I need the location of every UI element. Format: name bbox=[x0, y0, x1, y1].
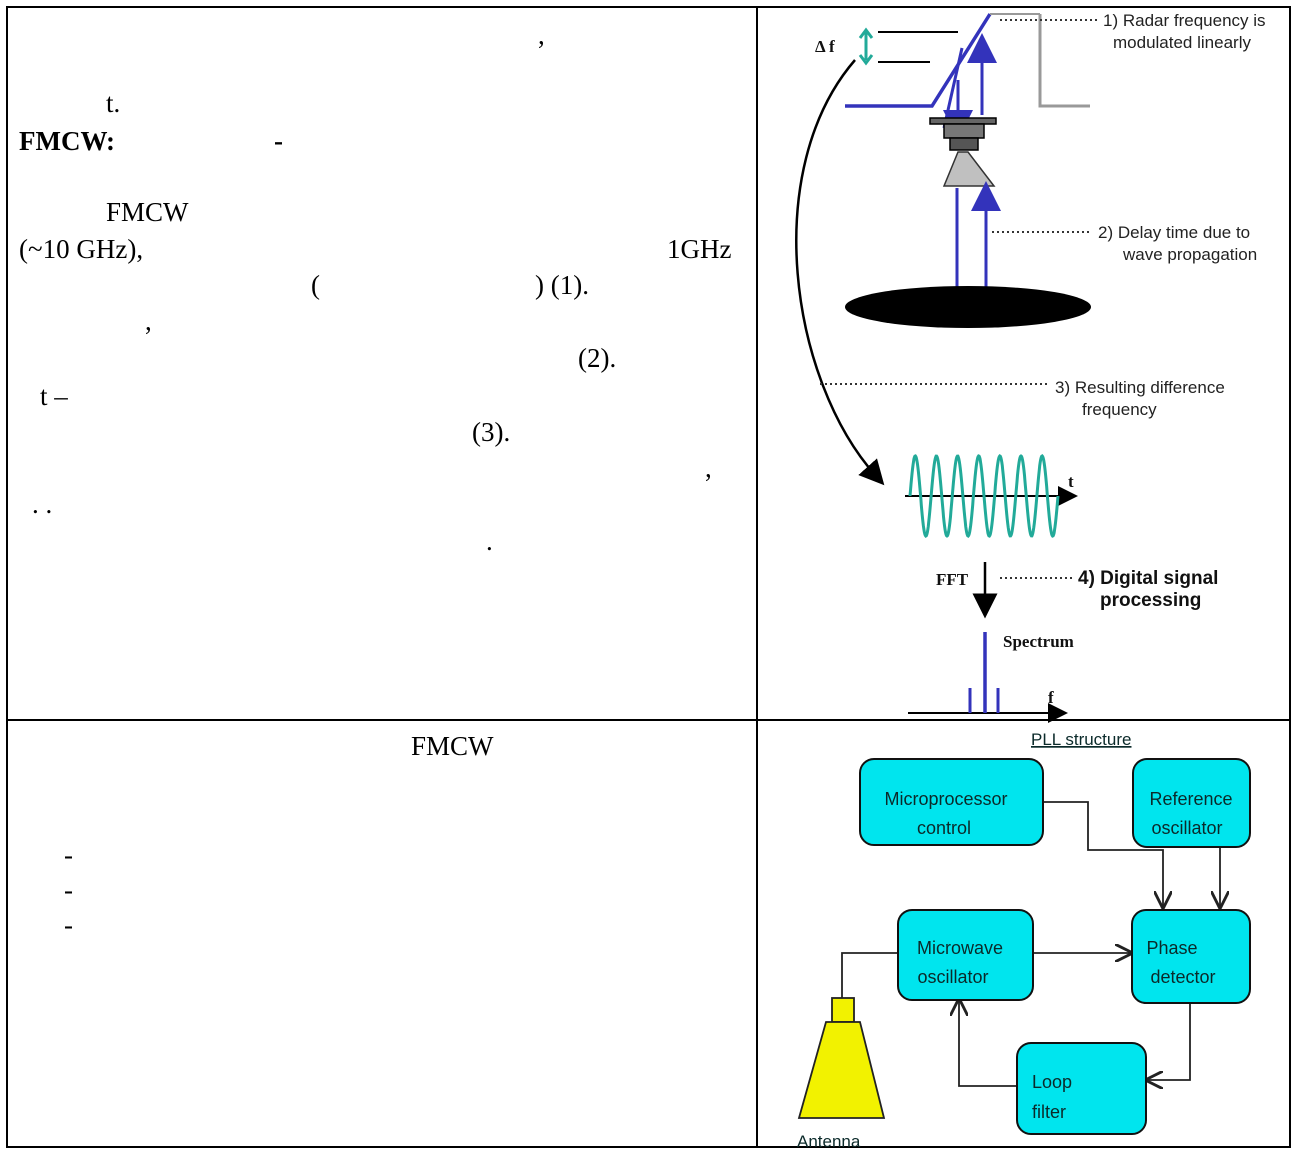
step4-label-line1: 4) Digital signal bbox=[1078, 568, 1218, 589]
microwave-oscillator-block bbox=[897, 909, 1034, 1001]
text-ref-1: ) (1). bbox=[535, 270, 589, 300]
phase-label-line2: detector bbox=[1150, 967, 1215, 987]
pll-title: PLL structure bbox=[1031, 730, 1131, 749]
mw-label-line2: oscillator bbox=[917, 967, 988, 987]
target-surface bbox=[845, 286, 1091, 328]
table-border-left bbox=[6, 6, 8, 1148]
fft-label: FFT bbox=[936, 570, 969, 589]
phase-detector-block bbox=[1131, 909, 1251, 1004]
difference-curve-arrow bbox=[795, 59, 885, 486]
delta-f-label: Δ f bbox=[815, 37, 835, 56]
text-ref-2: (2). bbox=[578, 343, 617, 373]
microprocessor-control-block bbox=[859, 758, 1044, 846]
bullet-dash-2: - bbox=[64, 875, 73, 905]
text-t-dash: t – bbox=[40, 381, 68, 411]
loop-filter-block bbox=[1016, 1042, 1147, 1135]
text-t-period: t. bbox=[106, 88, 121, 118]
beat-signal-wave bbox=[908, 454, 1060, 538]
loop-label-line2: filter bbox=[1032, 1102, 1066, 1122]
step4-label-line2: processing bbox=[1100, 590, 1201, 611]
pll-antenna-horn bbox=[797, 1021, 886, 1119]
table-border-right bbox=[1289, 6, 1291, 1148]
table-border-top bbox=[6, 6, 1291, 8]
step1-label-line2: modulated linearly bbox=[1113, 33, 1251, 52]
fmcw-caption: FMCW bbox=[411, 731, 494, 761]
fmcw-heading: FMCW: bbox=[19, 126, 115, 156]
bullet-dash-1: - bbox=[64, 840, 73, 870]
table-border-middle bbox=[6, 719, 1291, 721]
ref-label-line1: Reference bbox=[1149, 789, 1232, 809]
phase-to-loop-line bbox=[1147, 1003, 1191, 1080]
mw-to-antenna-line bbox=[841, 952, 897, 998]
phase-label-line1: Phase bbox=[1146, 938, 1197, 958]
text-freq-10ghz: (~10 GHz), bbox=[19, 234, 144, 264]
step3-label-line1: 3) Resulting difference bbox=[1055, 378, 1225, 397]
step2-label-line1: 2) Delay time due to bbox=[1098, 223, 1250, 242]
text-fmcw-intro: FMCW bbox=[106, 197, 189, 227]
heading-dash: - bbox=[274, 126, 283, 156]
table-border-center bbox=[756, 6, 758, 1148]
step2-label-line2: wave propagation bbox=[1122, 245, 1257, 264]
text-dots: . . bbox=[32, 489, 53, 519]
micro-label-line2: control bbox=[917, 818, 971, 838]
delta-f-arrow bbox=[858, 27, 874, 66]
table-border-bottom bbox=[6, 1146, 1291, 1148]
radar-antenna bbox=[929, 117, 997, 187]
reference-oscillator-block bbox=[1132, 758, 1251, 848]
text-ref-3: (3). bbox=[472, 417, 511, 447]
bullet-dash-3: - bbox=[64, 910, 73, 940]
step-signal-line bbox=[1038, 14, 1090, 108]
text-comma-3: , bbox=[705, 453, 712, 483]
spectrum-label: Spectrum bbox=[1003, 632, 1074, 651]
ref-label-line2: oscillator bbox=[1151, 818, 1222, 838]
text-period: . bbox=[486, 526, 493, 556]
text-1ghz: 1GHz bbox=[667, 234, 732, 264]
mw-label-line1: Microwave bbox=[917, 938, 1003, 958]
text-comma-1: , bbox=[538, 20, 545, 50]
antenna-label: Antenna bbox=[797, 1132, 861, 1149]
pll-antenna-feed bbox=[831, 997, 855, 1023]
text-paren-open: ( bbox=[311, 270, 320, 300]
spectrum-axis-f-label: f bbox=[1048, 688, 1054, 707]
micro-label-line1: Microprocessor bbox=[884, 789, 1007, 809]
text-comma-2: , bbox=[145, 306, 152, 336]
micro-to-phase-line bbox=[1043, 801, 1163, 907]
beat-axis-t-label: t bbox=[1068, 472, 1074, 491]
loop-to-mw-line bbox=[959, 1000, 1017, 1087]
loop-label-line1: Loop bbox=[1032, 1072, 1072, 1092]
step1-label-line1: 1) Radar frequency is bbox=[1103, 11, 1266, 30]
step3-label-line2: frequency bbox=[1082, 400, 1157, 419]
